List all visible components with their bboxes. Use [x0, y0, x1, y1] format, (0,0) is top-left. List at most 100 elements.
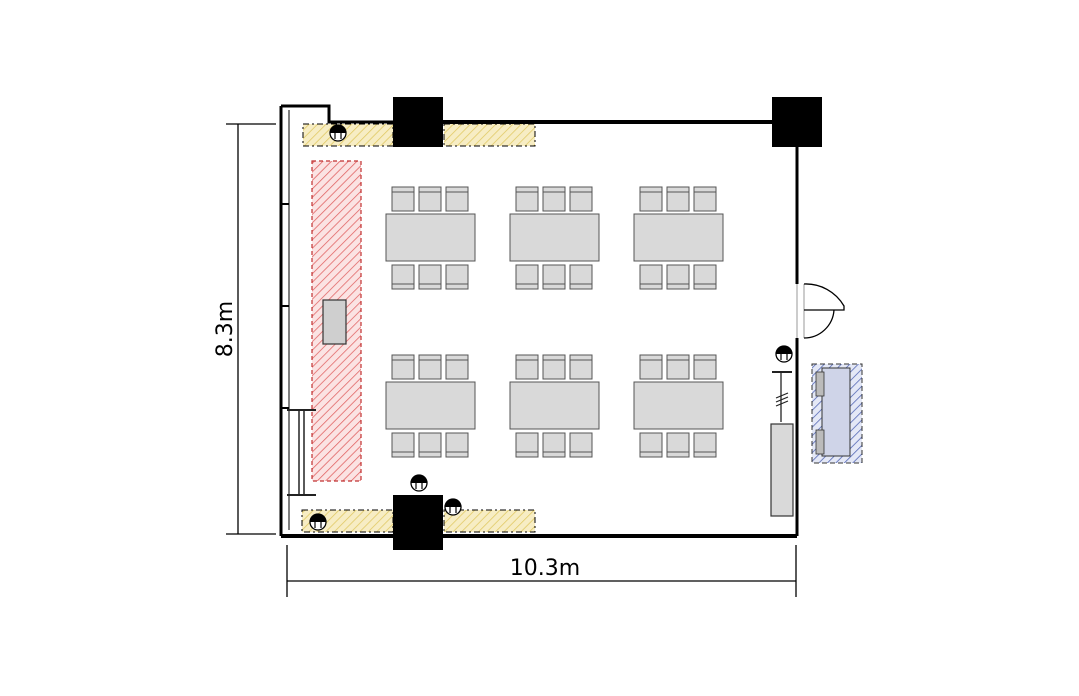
- chair: [693, 186, 717, 212]
- chair-back: [445, 354, 469, 361]
- chair: [542, 432, 566, 458]
- chair-back: [569, 186, 593, 193]
- outlet-icon: [329, 124, 347, 142]
- chair: [418, 354, 442, 380]
- chair: [639, 354, 663, 380]
- chair-back: [666, 354, 690, 361]
- table-group: [633, 354, 724, 458]
- chair-back: [666, 283, 690, 290]
- chair-back: [569, 451, 593, 458]
- chair: [515, 432, 539, 458]
- side-counter: [770, 423, 794, 517]
- chair: [542, 186, 566, 212]
- chair: [693, 264, 717, 290]
- chair-back: [391, 283, 415, 290]
- chair-back: [542, 283, 566, 290]
- chair-back: [693, 354, 717, 361]
- chair-back: [391, 451, 415, 458]
- chair-back: [418, 283, 442, 290]
- blue-zone-storage: [811, 363, 863, 464]
- yellow-zone-bottom-right: [443, 509, 536, 533]
- chair: [666, 186, 690, 212]
- chair: [542, 264, 566, 290]
- chair-back: [693, 186, 717, 193]
- chair-back: [639, 451, 663, 458]
- chair: [569, 432, 593, 458]
- chair: [666, 264, 690, 290]
- chair: [445, 354, 469, 380]
- chair: [569, 264, 593, 290]
- chair-back: [639, 354, 663, 361]
- chair-back: [391, 354, 415, 361]
- table-group: [509, 186, 600, 290]
- outlet-icon: [775, 345, 793, 363]
- table: [633, 213, 724, 262]
- chair: [418, 432, 442, 458]
- chair: [639, 264, 663, 290]
- chair-back: [515, 451, 539, 458]
- chair-back: [515, 354, 539, 361]
- chair: [391, 264, 415, 290]
- chair-back: [693, 283, 717, 290]
- table-group: [385, 354, 476, 458]
- chair: [445, 264, 469, 290]
- chair: [639, 186, 663, 212]
- height-label: 8.3m: [213, 301, 238, 357]
- chair-back: [445, 186, 469, 193]
- chair-back: [418, 186, 442, 193]
- chair: [391, 186, 415, 212]
- chair-back: [515, 186, 539, 193]
- chair-back: [569, 283, 593, 290]
- chair-back: [639, 186, 663, 193]
- chair: [569, 186, 593, 212]
- outlet-icon: [410, 474, 428, 492]
- chair-back: [639, 283, 663, 290]
- width-dimension: 10.3m: [286, 545, 797, 597]
- chair: [693, 432, 717, 458]
- chair-back: [445, 451, 469, 458]
- outlet-icon: [309, 513, 327, 531]
- chair-back: [515, 283, 539, 290]
- chair-back: [445, 283, 469, 290]
- chair-back: [542, 354, 566, 361]
- door[interactable]: [803, 283, 845, 339]
- column-top-left: [393, 97, 443, 147]
- chair-back: [418, 451, 442, 458]
- room-walls: [279, 104, 805, 538]
- chair: [418, 186, 442, 212]
- chair-back: [418, 354, 442, 361]
- chair: [569, 354, 593, 380]
- table-group: [633, 186, 724, 290]
- table: [509, 213, 600, 262]
- chair-back: [666, 451, 690, 458]
- chair: [515, 264, 539, 290]
- chair: [515, 354, 539, 380]
- chair-back: [542, 186, 566, 193]
- chair-back: [569, 354, 593, 361]
- chair: [445, 432, 469, 458]
- table: [385, 381, 476, 430]
- width-label: 10.3m: [510, 556, 580, 581]
- chair: [666, 354, 690, 380]
- chair: [666, 432, 690, 458]
- chair: [445, 186, 469, 212]
- chair: [391, 432, 415, 458]
- chair-back: [693, 451, 717, 458]
- yellow-zone-top-left: [302, 123, 394, 147]
- table: [509, 381, 600, 430]
- chair: [515, 186, 539, 212]
- chair: [542, 354, 566, 380]
- table: [633, 381, 724, 430]
- chair: [391, 354, 415, 380]
- outlet-icon: [444, 498, 462, 516]
- chair: [418, 264, 442, 290]
- table-groups: [385, 186, 724, 458]
- height-dimension: 8.3m: [213, 123, 276, 535]
- table-group: [509, 354, 600, 458]
- chair-back: [542, 451, 566, 458]
- chair: [693, 354, 717, 380]
- screen-stand: [287, 409, 316, 496]
- column-top-right: [772, 97, 822, 147]
- table: [385, 213, 476, 262]
- chair: [639, 432, 663, 458]
